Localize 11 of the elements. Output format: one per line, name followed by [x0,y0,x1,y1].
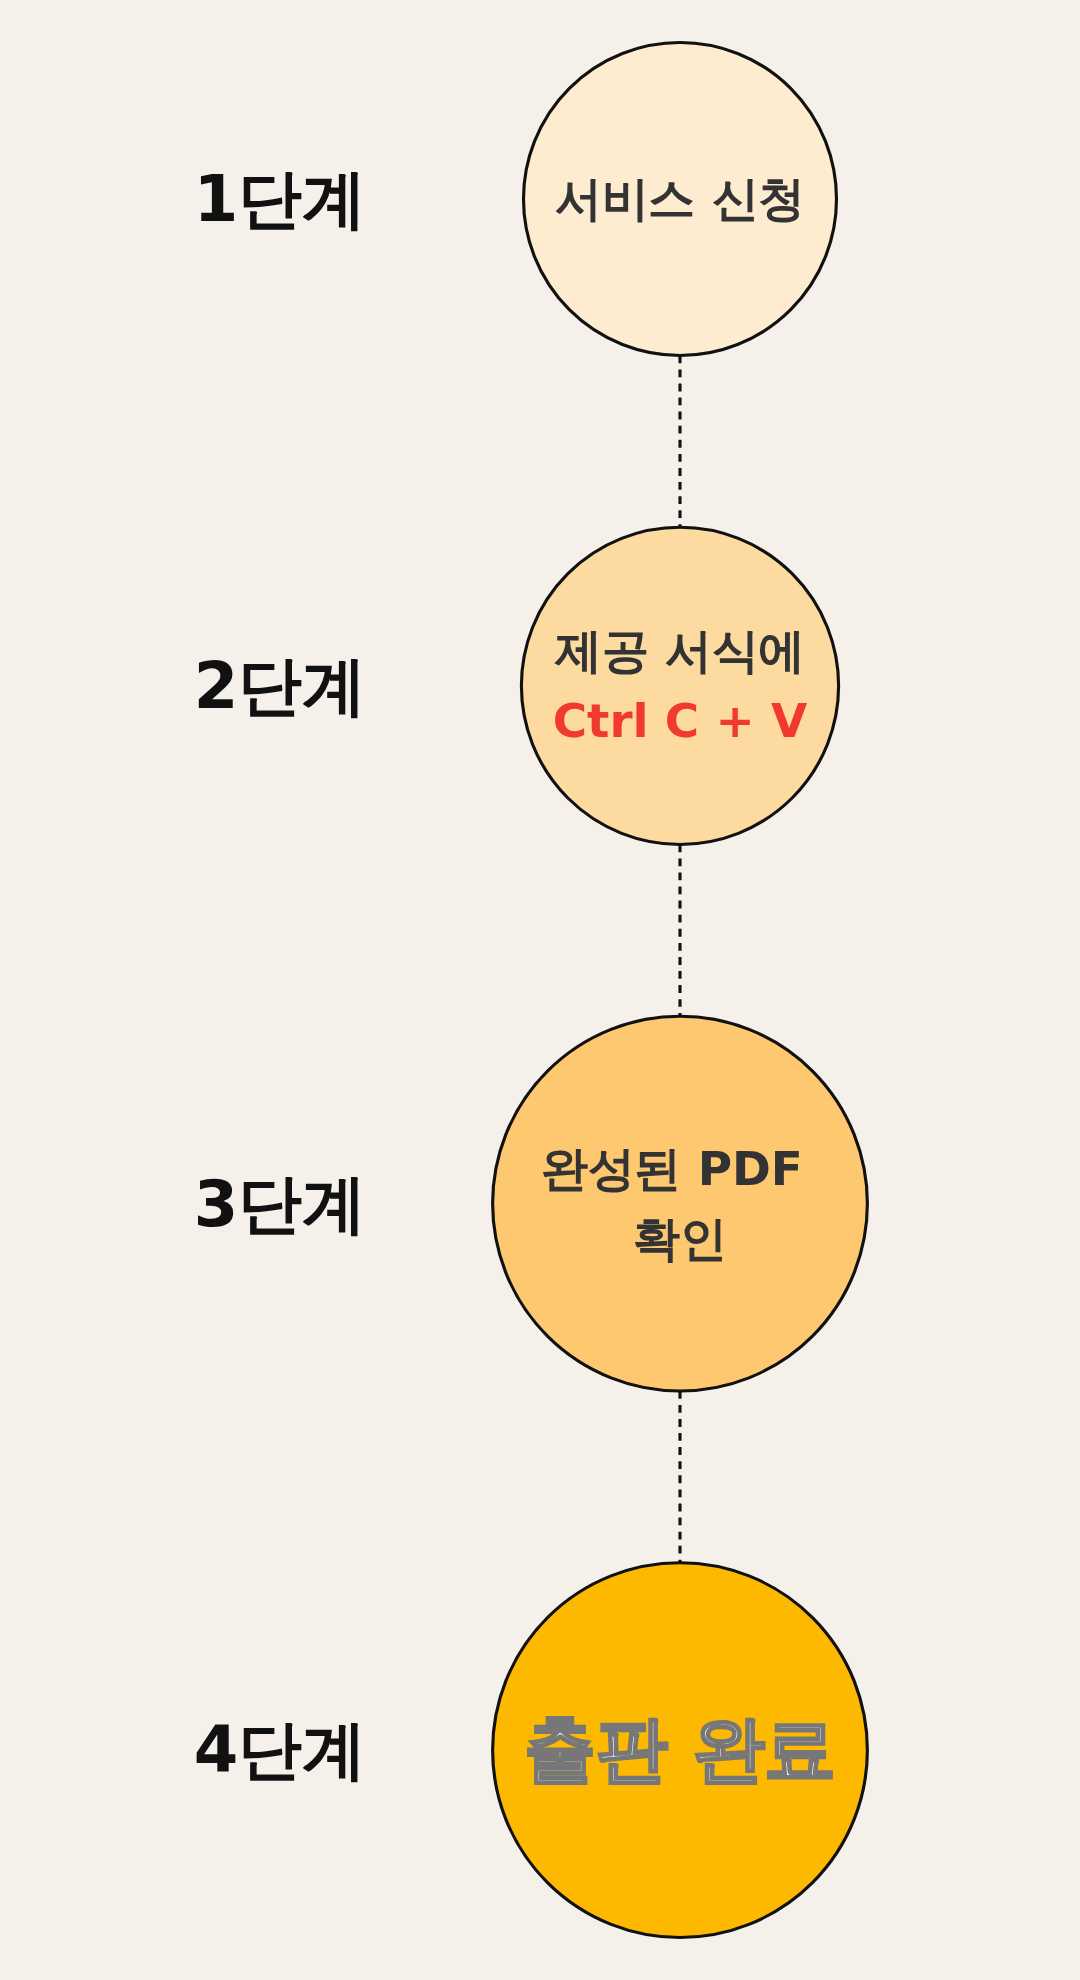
step-label: 2단계 [192,647,368,725]
node-circle: 완성된 PDF 확인 [491,1014,869,1393]
node-circle: 제공 서식에 Ctrl C + V [519,525,841,846]
connector [678,844,682,1017]
step-label: 4단계 [192,1711,368,1789]
node-circle: 출판 완료 [491,1561,869,1940]
step-label: 3단계 [192,1165,368,1243]
connector [678,1391,682,1563]
step-label: 1단계 [192,160,368,238]
node-circle: 서비스 신청 [521,40,839,358]
connector [678,355,682,528]
